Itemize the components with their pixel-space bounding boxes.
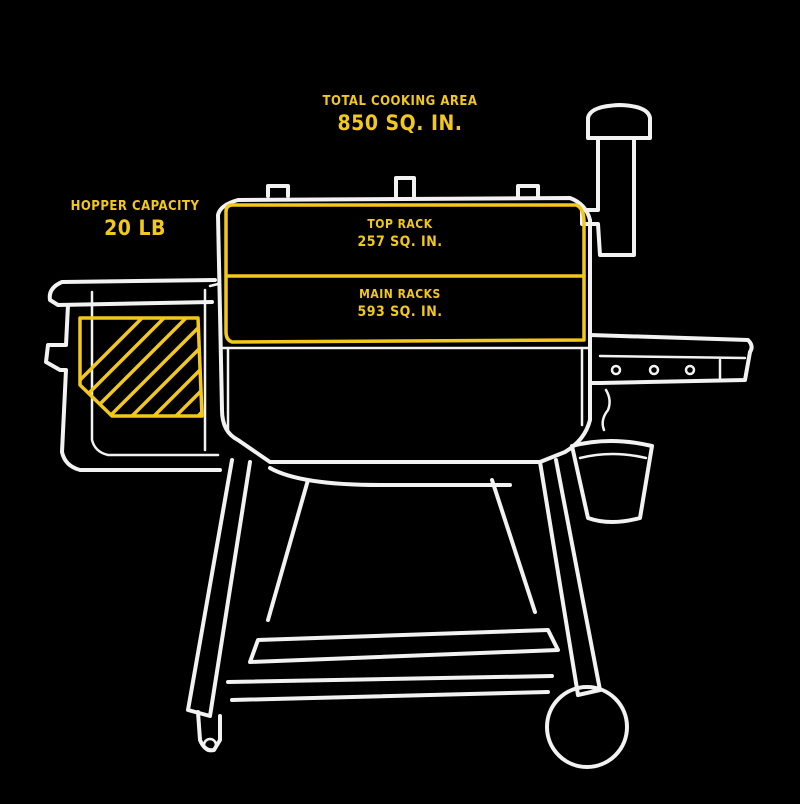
smokestack bbox=[580, 103, 652, 257]
top-rack-callout: TOP RACK 257 SQ. IN. bbox=[310, 218, 490, 249]
hopper-capacity-value: 20 LB bbox=[104, 216, 166, 240]
main-racks-callout: MAIN RACKS 593 SQ. IN. bbox=[310, 288, 490, 319]
cooking-racks-outline bbox=[224, 203, 586, 344]
side-shelf bbox=[588, 333, 754, 385]
total-cooking-area-value: 850 SQ. IN. bbox=[337, 111, 463, 135]
cart-frame bbox=[186, 458, 602, 753]
grill-body bbox=[216, 196, 592, 464]
main-racks-value: 593 SQ. IN. bbox=[357, 304, 443, 320]
wheel bbox=[545, 685, 629, 769]
total-cooking-area-label: TOTAL COOKING AREA bbox=[322, 94, 478, 109]
main-racks-label: MAIN RACKS bbox=[359, 287, 441, 301]
hopper-fill-hatched bbox=[78, 316, 204, 418]
top-rack-value: 257 SQ. IN. bbox=[357, 234, 443, 250]
hopper-capacity-callout: HOPPER CAPACITY 20 LB bbox=[55, 200, 215, 239]
top-rack-label: TOP RACK bbox=[367, 217, 433, 231]
lid-top-handles bbox=[266, 176, 540, 198]
hopper-capacity-label: HOPPER CAPACITY bbox=[70, 199, 200, 214]
hopper bbox=[44, 278, 222, 472]
total-cooking-area-callout: TOTAL COOKING AREA 850 SQ. IN. bbox=[300, 95, 500, 134]
grease-bucket bbox=[570, 388, 654, 524]
